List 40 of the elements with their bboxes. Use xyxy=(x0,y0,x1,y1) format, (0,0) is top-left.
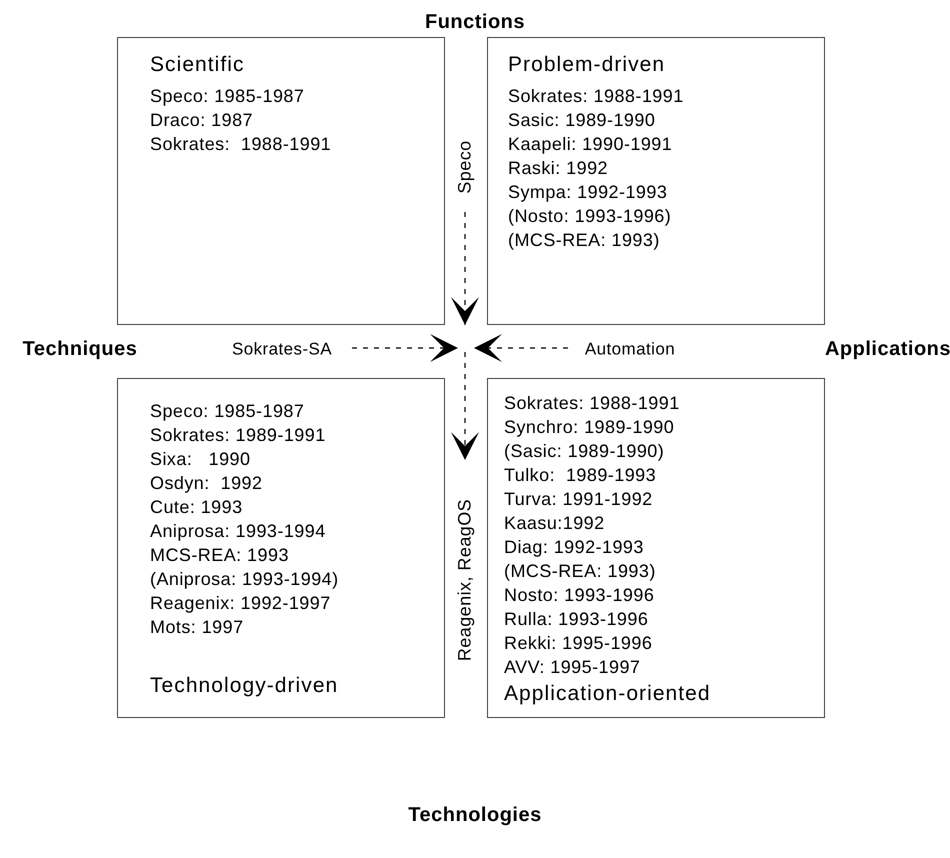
project-entry: Sixa: 1990 xyxy=(150,448,252,471)
project-entry: Nosto: 1993-1996 xyxy=(504,584,656,607)
project-entry: Sokrates: 1988-1991 xyxy=(508,85,685,108)
project-entry: Raski: 1992 xyxy=(508,157,610,180)
quadrant-box xyxy=(487,37,825,325)
project-entry: Speco: 1985-1987 xyxy=(150,85,306,108)
project-entry: Sokrates: 1988-1991 xyxy=(504,392,681,415)
project-entry: Tulko: 1989-1993 xyxy=(504,464,658,487)
quadrant-box xyxy=(487,378,825,718)
project-entry: Diag: 1992-1993 xyxy=(504,536,645,559)
project-entry: Sokrates: 1988-1991 xyxy=(150,133,332,156)
project-entry: AVV: 1995-1997 xyxy=(504,656,642,679)
project-entry: Speco: 1985-1987 xyxy=(150,400,306,423)
project-entry: Rulla: 1993-1996 xyxy=(504,608,650,631)
quadrant-heading: Problem-driven xyxy=(508,52,666,78)
project-entry: Osdyn: 1992 xyxy=(150,472,264,495)
project-entry: Sasic: 1989-1990 xyxy=(508,109,656,132)
project-entry: Turva: 1991-1992 xyxy=(504,488,654,511)
project-entry: Sokrates: 1989-1991 xyxy=(150,424,327,447)
project-entry: Cute: 1993 xyxy=(150,496,244,519)
project-entry: MCS-REA: 1993 xyxy=(150,544,290,567)
quadrant-heading: Scientific xyxy=(150,52,246,78)
project-entry: Mots: 1997 xyxy=(150,616,245,639)
project-entry: Sympa: 1992-1993 xyxy=(508,181,668,204)
project-entry: Kaapeli: 1990-1991 xyxy=(508,133,674,156)
project-entry: Draco: 1987 xyxy=(150,109,254,132)
project-entry: (MCS-REA: 1993) xyxy=(504,560,657,583)
quadrant-box xyxy=(117,37,445,325)
quadrant-heading: Application-oriented xyxy=(504,681,712,707)
project-entry: (Aniprosa: 1993-1994) xyxy=(150,568,340,591)
project-entry: Synchro: 1989-1990 xyxy=(504,416,676,439)
project-entry: (Sasic: 1989-1990) xyxy=(504,440,666,463)
quadrant-heading: Technology-driven xyxy=(150,673,340,699)
project-entry: Aniprosa: 1993-1994 xyxy=(150,520,327,543)
project-entry: Rekki: 1995-1996 xyxy=(504,632,654,655)
project-entry: (MCS-REA: 1993) xyxy=(508,229,661,252)
project-entry: Kaasu:1992 xyxy=(504,512,606,535)
project-entry: Reagenix: 1992-1997 xyxy=(150,592,332,615)
project-entry: (Nosto: 1993-1996) xyxy=(508,205,672,228)
quadrant-box xyxy=(117,378,445,718)
